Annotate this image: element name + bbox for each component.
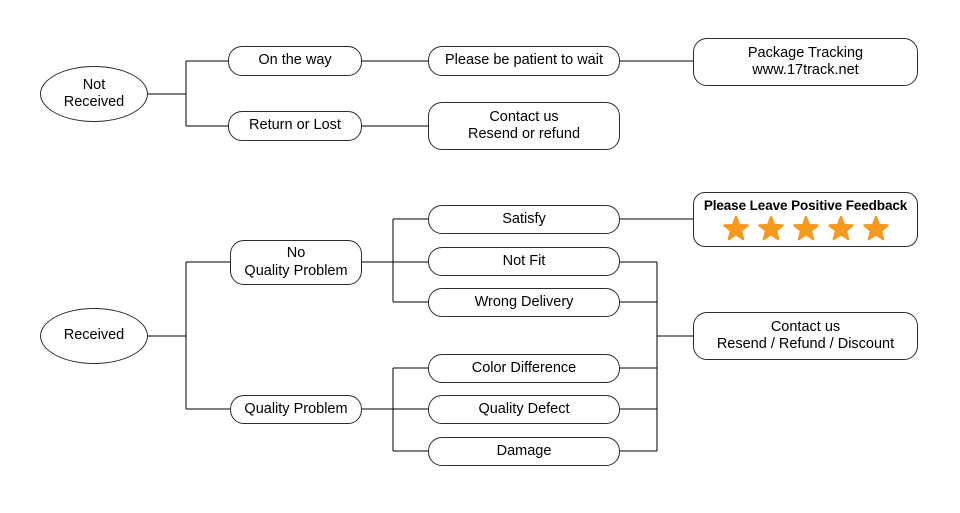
node-no-quality-problem-line1: No (286, 245, 306, 262)
node-wrong-delivery[interactable]: Wrong Delivery (428, 288, 620, 317)
star-icon[interactable] (862, 215, 889, 242)
node-contact-resend-refund[interactable]: Contact us Resend or refund (428, 102, 620, 150)
node-please-be-patient[interactable]: Please be patient to wait (428, 46, 620, 76)
node-damage-label: Damage (496, 442, 552, 459)
node-positive-feedback[interactable]: Please Leave Positive Feedback (693, 192, 918, 247)
rating-stars[interactable] (722, 215, 889, 242)
feedback-title: Please Leave Positive Feedback (703, 198, 908, 213)
node-package-tracking-line1: Package Tracking (747, 44, 864, 61)
node-color-difference[interactable]: Color Difference (428, 354, 620, 383)
node-contact-resend-refund-line1: Contact us (489, 108, 559, 125)
node-satisfy-label: Satisfy (502, 210, 546, 227)
node-on-the-way[interactable]: On the way (228, 46, 362, 76)
node-received[interactable]: Received (40, 308, 148, 364)
node-not-received-line2: Received (63, 94, 125, 110)
node-package-tracking-url[interactable]: www.17track.net (752, 62, 859, 78)
node-please-be-patient-label: Please be patient to wait (445, 52, 603, 69)
node-satisfy[interactable]: Satisfy (428, 205, 620, 234)
node-not-fit[interactable]: Not Fit (428, 247, 620, 276)
node-not-fit-label: Not Fit (502, 252, 546, 269)
node-quality-defect[interactable]: Quality Defect (428, 395, 620, 424)
node-no-quality-problem[interactable]: No Quality Problem (230, 240, 362, 285)
node-not-received[interactable]: Not Received (40, 66, 148, 122)
node-received-label: Received (63, 327, 125, 344)
node-contact-resend-refund-discount[interactable]: Contact us Resend / Refund / Discount (693, 312, 918, 360)
node-color-difference-label: Color Difference (471, 359, 577, 376)
node-not-received-line1: Not (82, 76, 106, 93)
star-icon[interactable] (827, 215, 854, 242)
node-quality-problem[interactable]: Quality Problem (230, 395, 362, 424)
star-icon[interactable] (722, 215, 749, 242)
node-on-the-way-label: On the way (258, 52, 332, 69)
node-wrong-delivery-label: Wrong Delivery (474, 293, 574, 310)
node-contact-discount-line1: Contact us (770, 318, 841, 335)
node-quality-problem-label: Quality Problem (244, 400, 348, 417)
node-contact-resend-refund-line2: Resend or refund (467, 126, 581, 142)
node-damage[interactable]: Damage (428, 437, 620, 466)
star-icon[interactable] (792, 215, 819, 242)
node-contact-discount-line2: Resend / Refund / Discount (716, 336, 895, 352)
node-return-or-lost-label: Return or Lost (249, 117, 341, 134)
node-return-or-lost[interactable]: Return or Lost (228, 111, 362, 141)
node-quality-defect-label: Quality Defect (478, 400, 570, 417)
node-package-tracking[interactable]: Package Tracking www.17track.net (693, 38, 918, 86)
star-icon[interactable] (757, 215, 784, 242)
node-no-quality-problem-line2: Quality Problem (244, 262, 348, 279)
